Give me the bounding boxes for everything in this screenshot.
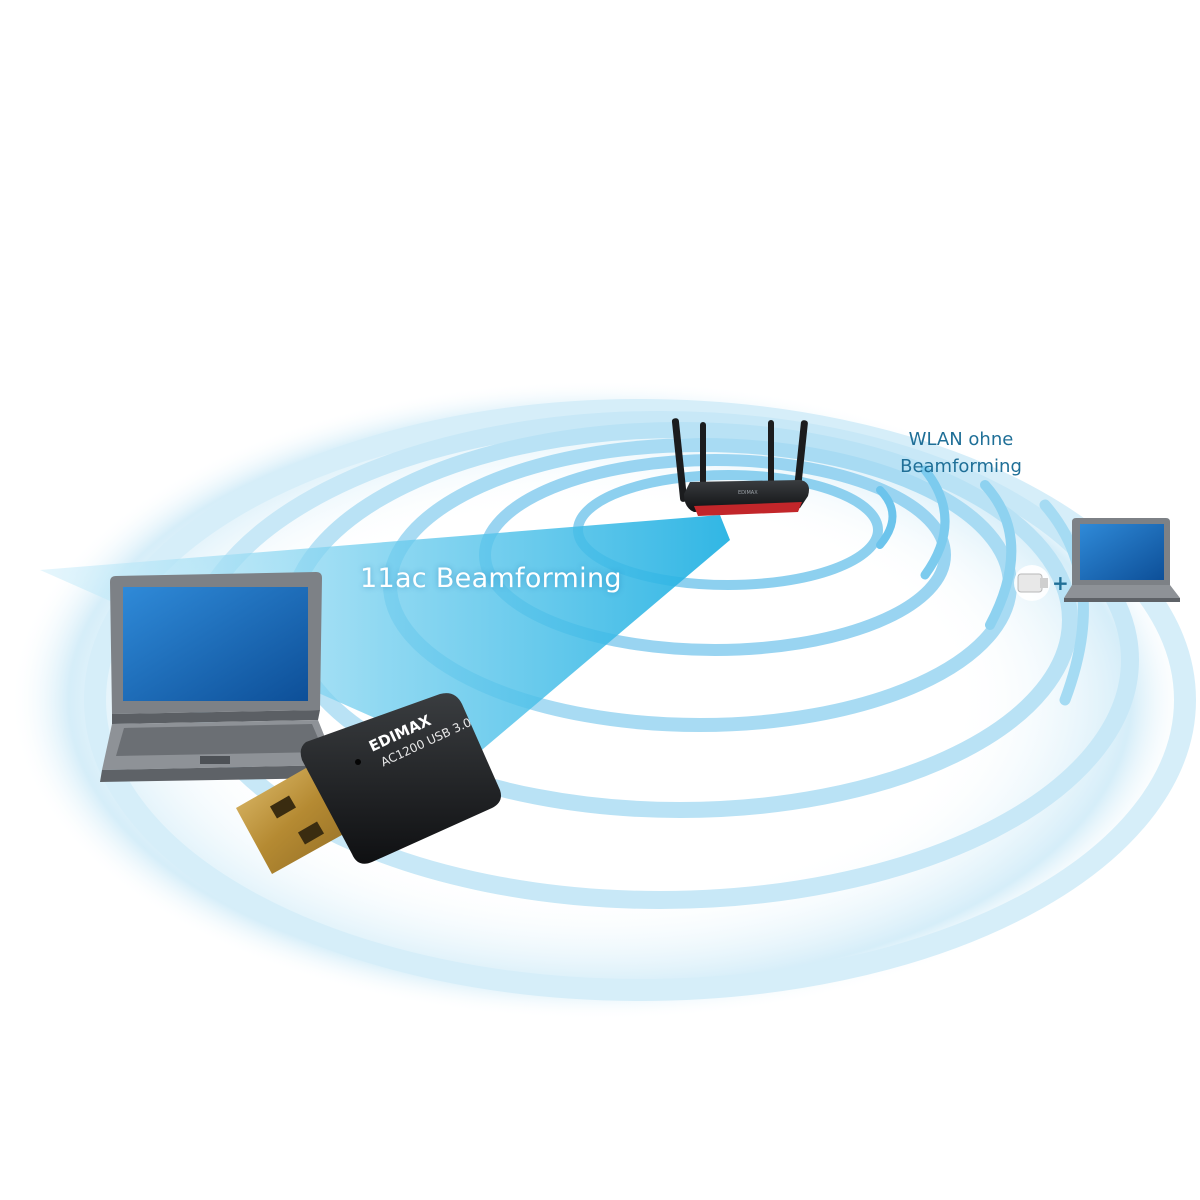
router-antenna-1: [671, 418, 688, 502]
laptop-keyboard: [116, 724, 324, 756]
beamforming-label: 11ac Beamforming: [360, 563, 622, 594]
router-accent-strip: [694, 502, 802, 516]
usb-nano-plug: [1040, 578, 1048, 588]
router: EDIMAX: [671, 418, 809, 516]
usb-body: [300, 693, 501, 864]
laptop-front-edge: [100, 765, 336, 782]
wlan-without-beamforming-label: WLAN ohne Beamforming: [876, 426, 1046, 480]
wlan-label-line-2: Beamforming: [900, 456, 1022, 477]
usb-pin-1: [269, 795, 297, 819]
usb-nano-adapter: [1017, 573, 1043, 593]
laptop-screen: [123, 587, 308, 701]
router-antenna-2: [700, 422, 706, 494]
remote-laptop-base: [1064, 585, 1180, 598]
laptop-hinge: [112, 710, 320, 724]
router-antenna-3: [768, 420, 774, 492]
usb-led-icon: [355, 759, 361, 765]
usb-pin-2: [297, 821, 325, 845]
remote-laptop-edge: [1064, 598, 1180, 602]
arc-right-3: [980, 480, 1017, 630]
wlan-label-line-1: WLAN ohne: [908, 429, 1014, 450]
usb-adapter: EDIMAX AC1200 USB 3.0: [236, 693, 501, 874]
laptop-trackpad: [200, 756, 230, 764]
signal-rings: [10, 380, 1196, 1020]
arc-right-1: [876, 486, 897, 549]
arc-right-2: [920, 465, 950, 580]
router-brand: EDIMAX: [738, 490, 758, 496]
main-laptop: [100, 572, 336, 782]
remote-station: +: [1014, 518, 1180, 602]
ring-6: [84, 399, 1196, 1001]
remote-laptop-screen: [1080, 524, 1164, 580]
plus-sign: +: [1052, 571, 1069, 595]
